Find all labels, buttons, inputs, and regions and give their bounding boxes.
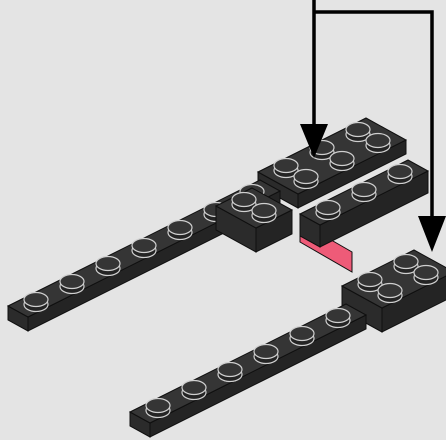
brick-top-face — [340, 249, 446, 309]
stud-top — [351, 181, 377, 198]
arrow-head-right — [418, 216, 446, 252]
stud-top — [251, 202, 277, 219]
stud-top — [59, 273, 85, 290]
stud-top — [273, 157, 299, 174]
stud-top — [315, 199, 341, 216]
stud-top — [253, 343, 279, 360]
stud-top — [393, 253, 419, 270]
stud-top — [365, 132, 391, 149]
brick-side-face — [149, 314, 367, 438]
placement-arrows — [300, 0, 446, 252]
brick-assembly — [6, 117, 446, 438]
stud-top — [167, 219, 193, 236]
stud-top — [23, 291, 49, 308]
stud-top — [217, 361, 243, 378]
stud-top — [387, 163, 413, 180]
brick-right-rail — [298, 159, 430, 248]
stud-top — [181, 379, 207, 396]
plate-bottom-arm — [128, 303, 368, 438]
stud-top — [329, 150, 355, 167]
arrow-head-left — [300, 124, 328, 158]
stud-top — [345, 121, 371, 138]
stud-top — [357, 271, 383, 288]
stud-top — [289, 325, 315, 342]
stud-top — [413, 264, 439, 281]
brick-right-corner — [340, 249, 446, 333]
arrow-bracket-line — [312, 0, 434, 220]
stud-top — [325, 307, 351, 324]
stud-top — [231, 191, 257, 208]
stud-top — [131, 237, 157, 254]
stud-top — [293, 168, 319, 185]
stud-top — [145, 397, 171, 414]
brick-left-corner — [214, 187, 294, 253]
stud-top — [377, 282, 403, 299]
stud-top — [95, 255, 121, 272]
